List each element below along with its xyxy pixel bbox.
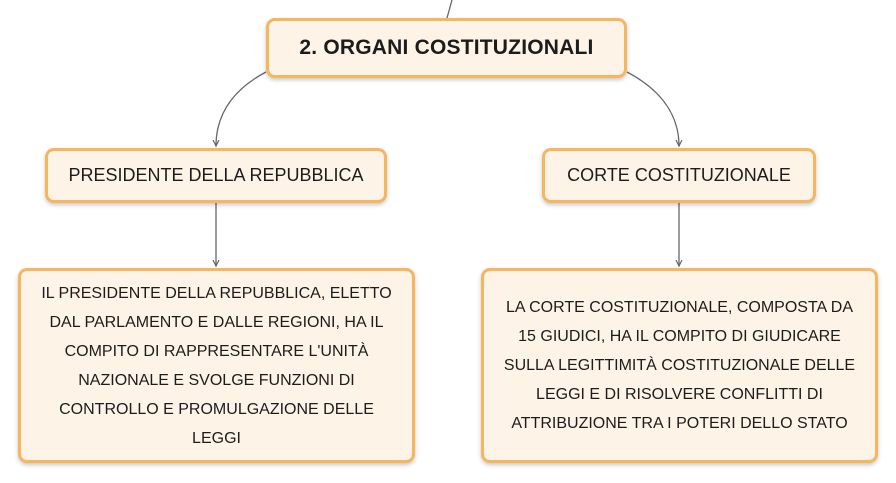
president-description-node[interactable]: IL PRESIDENTE DELLA REPUBBLICA, ELETTO D… [18, 268, 415, 463]
description-line: COMPITO DI RAPPRESENTARE L'UNITÀ [64, 342, 369, 360]
description-line: DAL PARLAMENTO E DALLE REGIONI, HA IL [49, 313, 384, 331]
description-line: CONTROLLO E PROMULGAZIONE DELLE [59, 400, 374, 418]
main-topic-label: 2. ORGANI COSTITUZIONALI [299, 36, 594, 59]
court-description: LA CORTE COSTITUZIONALE, COMPOSTA DA 15 … [504, 293, 855, 438]
connector-from-parent [446, 0, 453, 19]
constitutional-court-node[interactable]: CORTE COSTITUZIONALE [542, 148, 816, 203]
description-line: LEGGI [192, 429, 241, 447]
description-line: SULLA LEGITTIMITÀ COSTITUZIONALE DELLE [503, 357, 856, 374]
court-description-node[interactable]: LA CORTE COSTITUZIONALE, COMPOSTA DA 15 … [481, 268, 878, 463]
description-line: NAZIONALE E SVOLGE FUNZIONI DI [78, 371, 355, 389]
description-line: ATTRIBUZIONE TRA I POTERI DELLO STATO [511, 415, 848, 432]
president-label: PRESIDENTE DELLA REPUBBLICA [68, 165, 364, 185]
president-description: IL PRESIDENTE DELLA REPUBBLICA, ELETTO D… [41, 279, 391, 453]
main-topic-node[interactable]: 2. ORGANI COSTITUZIONALI [266, 18, 627, 78]
description-line: LA CORTE COSTITUZIONALE, COMPOSTA DA [505, 299, 853, 316]
connector-title-to-court [626, 71, 679, 146]
constitutional-court-label: CORTE COSTITUZIONALE [567, 165, 791, 185]
president-node[interactable]: PRESIDENTE DELLA REPUBBLICA [45, 148, 387, 203]
description-line: LEGGI E DI RISOLVERE CONFLITTI DI [536, 386, 823, 403]
description-line: IL PRESIDENTE DELLA REPUBBLICA, ELETTO [41, 284, 392, 302]
description-line: 15 GIUDICI, HA IL COMPITO DI GIUDICARE [518, 328, 841, 345]
connector-title-to-president [216, 71, 267, 146]
